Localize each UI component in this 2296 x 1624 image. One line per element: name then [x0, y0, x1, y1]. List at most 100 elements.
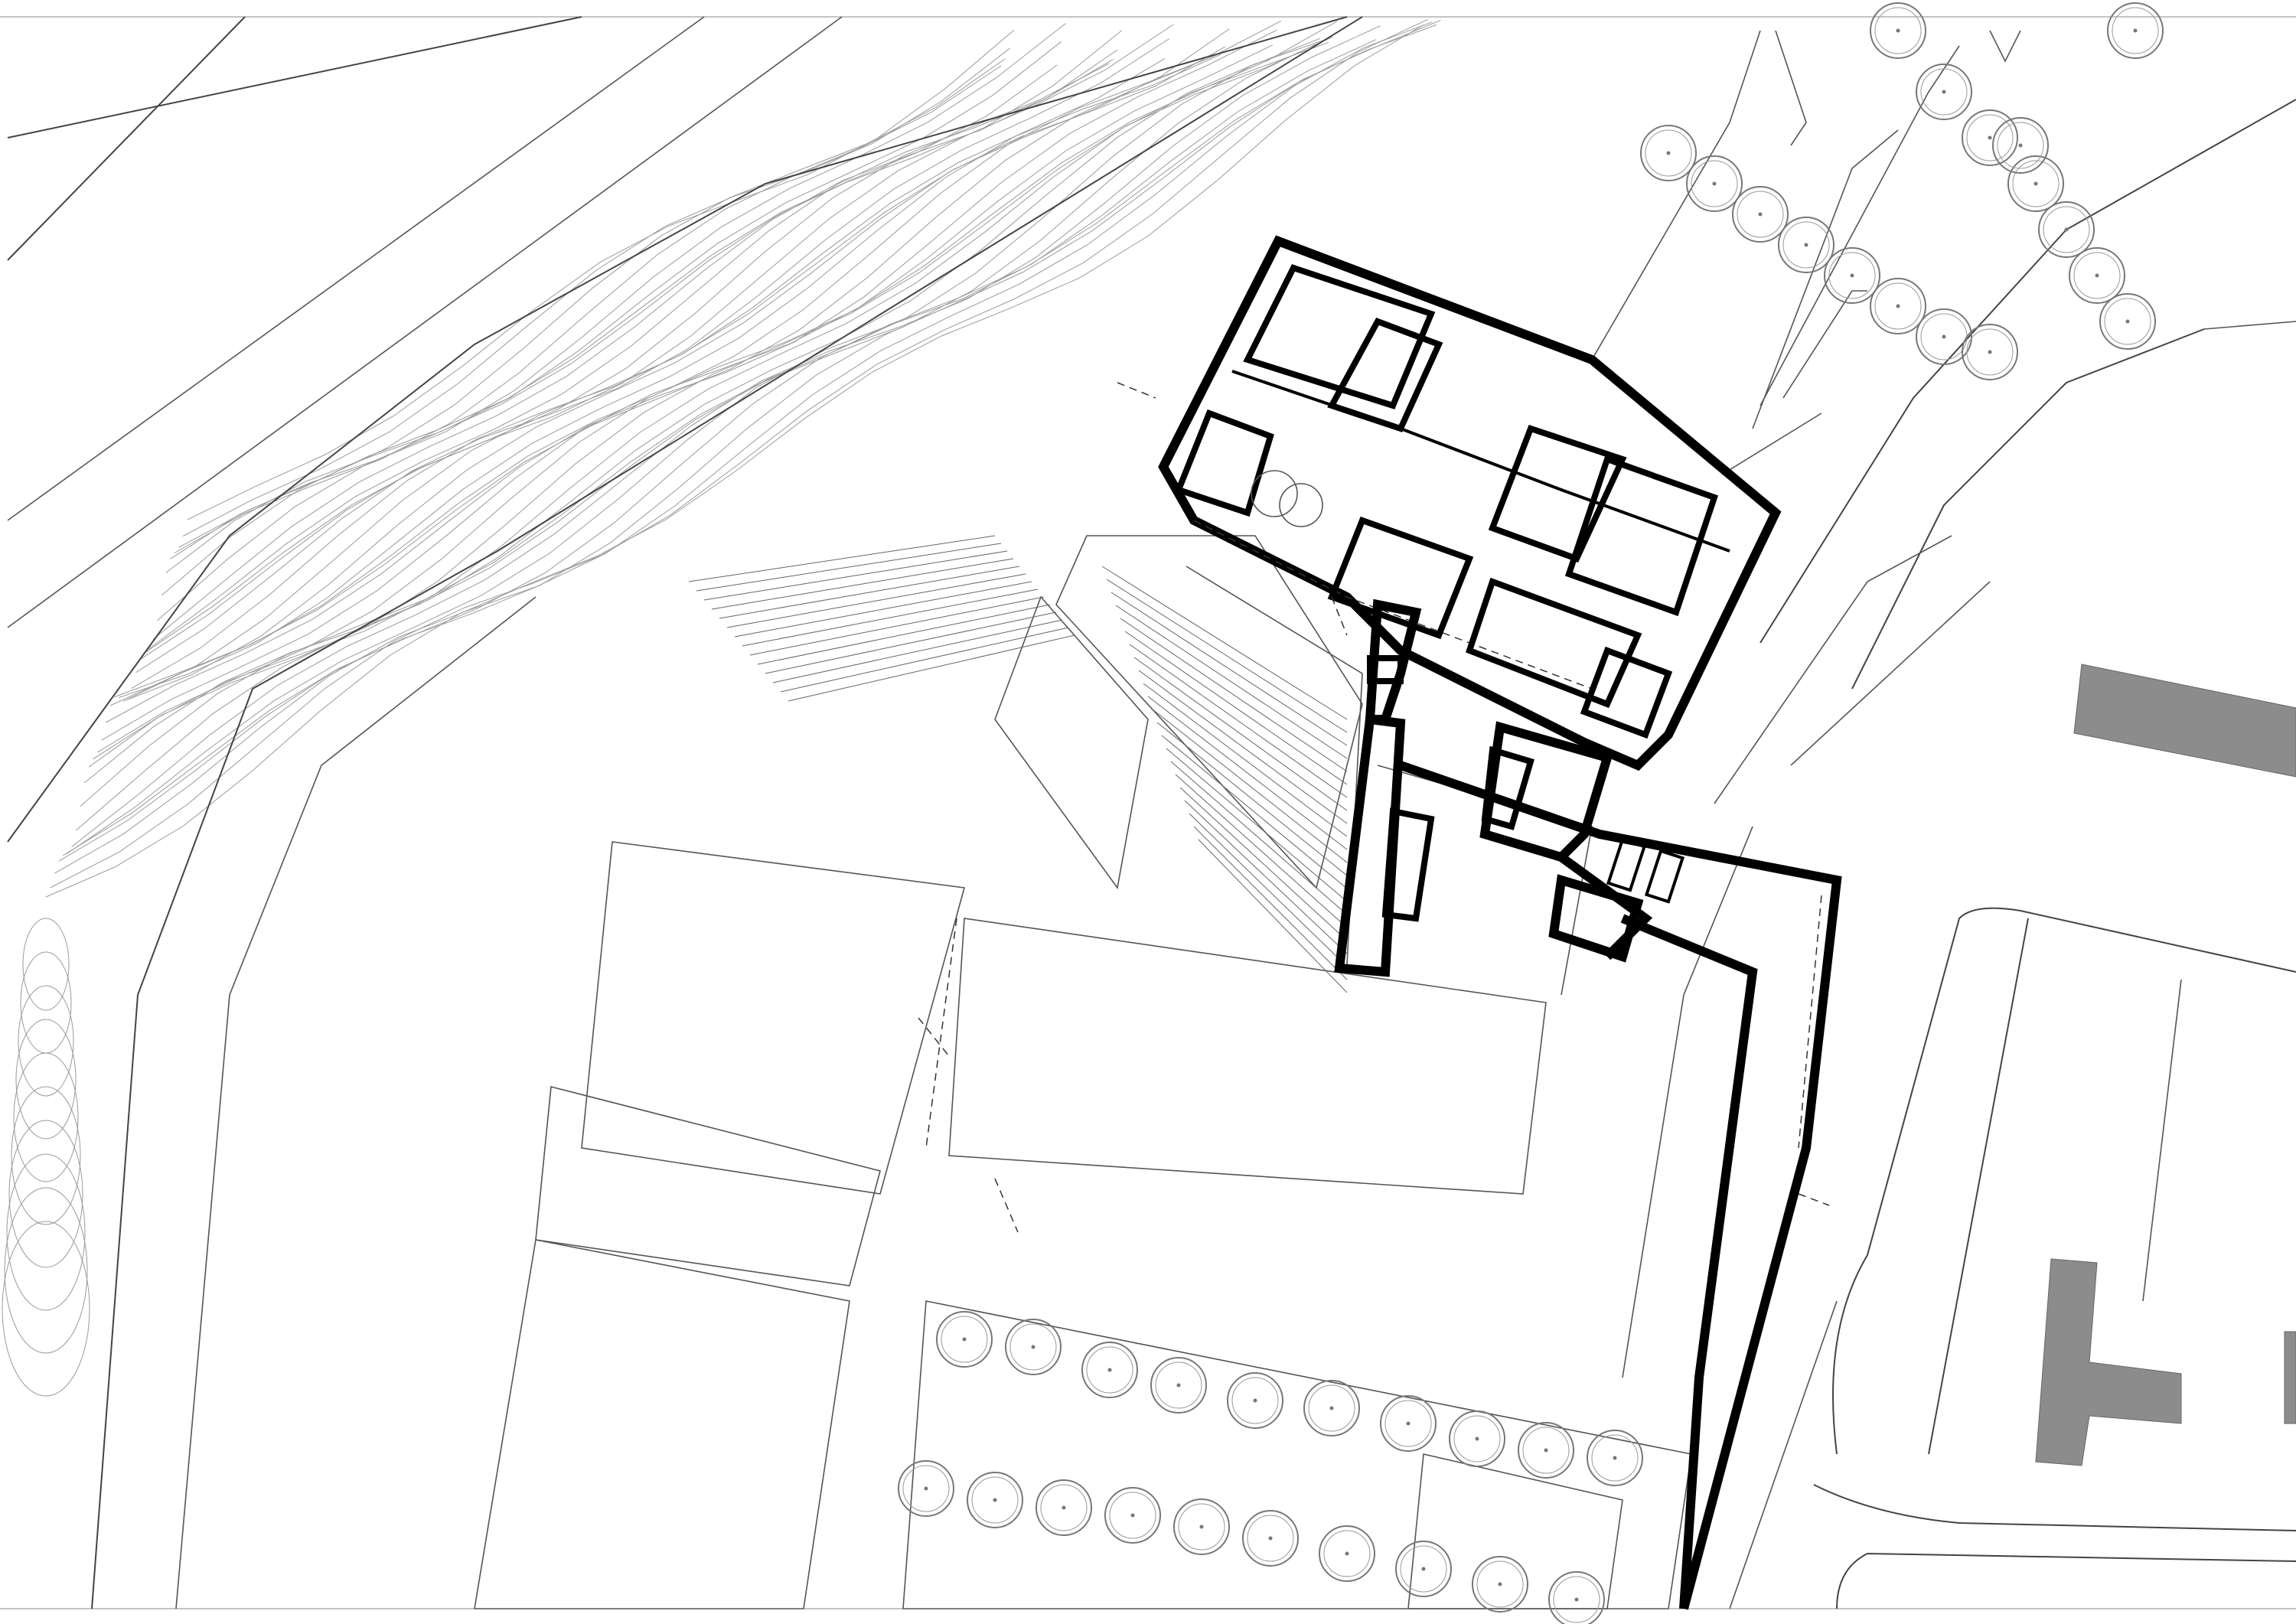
tree-icon — [1303, 1380, 1360, 1436]
step-line — [1129, 644, 1348, 798]
atrium-circle-2 — [1279, 483, 1323, 527]
tree-trunk — [2095, 273, 2099, 278]
room-classroom-1 — [1243, 264, 1436, 409]
tree-trunk — [1199, 1525, 1204, 1529]
contour-line — [119, 54, 1221, 698]
step-line — [1152, 709, 1348, 863]
tree-canopy — [1966, 114, 2014, 161]
tree-canopy — [1086, 1346, 1133, 1394]
room-service-core — [1327, 516, 1474, 640]
tree-trunk — [1712, 181, 1717, 186]
step-line — [1156, 722, 1348, 876]
tree-icon — [1150, 1357, 1207, 1414]
tree-icon — [1227, 1372, 1283, 1429]
tree-trunk — [1031, 1345, 1035, 1349]
contour-line — [101, 44, 1274, 741]
tree-trunk — [1988, 350, 1992, 354]
tree-canopy — [1591, 1434, 1639, 1482]
tree-icon — [1005, 1319, 1062, 1375]
tree-icon — [1395, 1541, 1452, 1597]
contour-line — [45, 24, 1424, 898]
tree-canopy — [1400, 1545, 1447, 1593]
tree-canopy — [1109, 1492, 1156, 1539]
terrace-step-line — [765, 611, 1057, 674]
neighbor-building-north — [2073, 664, 2296, 778]
contour-line — [93, 36, 1333, 760]
tree-canopy — [1009, 1323, 1057, 1371]
tree-icon — [2069, 247, 2125, 304]
contour-line — [135, 38, 1169, 673]
tree-trunk — [1666, 151, 1671, 155]
main-building — [1158, 235, 1842, 1610]
terrace-step-line — [757, 604, 1051, 665]
step-line — [1120, 618, 1348, 772]
tree-icon — [1870, 2, 1926, 59]
contour-line — [71, 25, 1381, 847]
tree-icon — [1916, 64, 1972, 120]
contour-line — [58, 24, 1437, 862]
terrace-step-line — [696, 543, 1002, 592]
tree-trunk — [1758, 212, 1763, 217]
terrace-step-line — [788, 634, 1075, 702]
ramp-stair — [1381, 807, 1435, 922]
contour-line — [13, 1052, 79, 1182]
step-line — [1115, 605, 1348, 759]
tree-trunk — [1942, 90, 1946, 94]
tree-icon — [2107, 2, 2164, 59]
tree-canopy — [902, 1465, 950, 1512]
tree-icon — [1035, 1479, 1092, 1536]
vehicle-2 — [1644, 849, 1685, 904]
retaining-wall-diagonal — [1399, 761, 1842, 1610]
tree-trunk — [1130, 1513, 1135, 1518]
connector-bridge — [1365, 598, 1422, 724]
tree-canopy — [1966, 328, 2014, 376]
contour-line — [109, 20, 1282, 706]
room-library — [1466, 577, 1642, 709]
tree-trunk — [1345, 1551, 1349, 1556]
tree-icon — [898, 1460, 954, 1517]
tree-trunk — [1475, 1436, 1479, 1441]
vehicle-1 — [1606, 837, 1647, 892]
tree-icon — [1518, 1422, 1574, 1479]
tree-canopy — [2104, 298, 2151, 345]
tree-icon — [1380, 1395, 1437, 1452]
contour-line — [139, 24, 1174, 660]
tree-canopy — [1553, 1576, 1600, 1623]
tree-canopy — [1691, 160, 1738, 207]
step-line — [1179, 787, 1348, 941]
contour-line — [63, 19, 1441, 856]
tree-icon — [1242, 1510, 1299, 1567]
tree-trunk — [2064, 227, 2069, 232]
tree-canopy — [1645, 129, 1692, 177]
step-line — [1110, 592, 1348, 746]
tree-trunk — [1406, 1421, 1411, 1426]
tree-icon — [1472, 1556, 1528, 1613]
tree-canopy — [1522, 1427, 1570, 1474]
tree-trunk — [1804, 243, 1808, 247]
tree-icon — [2038, 201, 2095, 258]
tree-icon — [2099, 293, 2156, 350]
step-line — [1106, 579, 1348, 733]
tree-icon — [1104, 1487, 1161, 1544]
tree-trunk — [1253, 1398, 1257, 1403]
step-line — [1175, 774, 1348, 928]
step-line — [1138, 670, 1348, 824]
step-line — [1189, 813, 1348, 967]
tree-icon — [1319, 1525, 1375, 1582]
step-line — [1147, 696, 1348, 850]
tree-icon — [1870, 278, 1926, 334]
step-line — [1184, 800, 1348, 954]
tree-trunk — [2033, 181, 2038, 186]
contour-line — [131, 57, 1166, 689]
contour-line — [6, 1153, 86, 1311]
tree-canopy — [2112, 7, 2159, 54]
drawing-frame — [0, 16, 2296, 1609]
tree-trunk — [1176, 1383, 1181, 1388]
contour-line — [165, 41, 1062, 573]
terrace-step-line — [749, 596, 1045, 656]
terrace-step-line — [719, 566, 1020, 619]
tree-canopy — [1828, 252, 1876, 299]
room-lab-2 — [1564, 455, 1719, 617]
tree-canopy — [2043, 206, 2090, 253]
tree-trunk — [1942, 334, 1946, 339]
